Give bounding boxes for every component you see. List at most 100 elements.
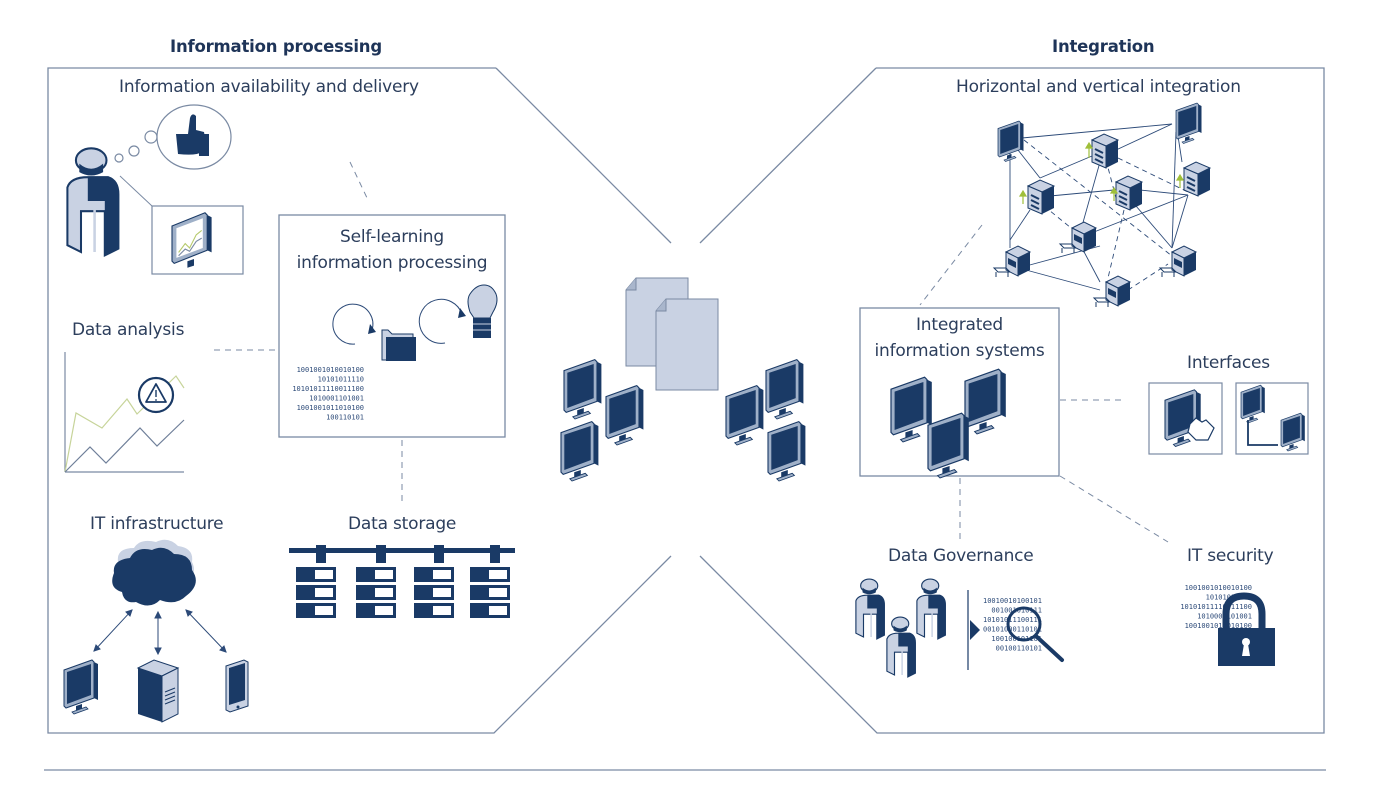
server-icon: [1091, 133, 1119, 169]
it-infrastructure-label: IT infrastructure: [90, 514, 224, 534]
interfaces-label: Interfaces: [1187, 353, 1270, 373]
bidirectional-arrows: [93, 609, 227, 656]
data-analysis-label: Data analysis: [72, 320, 185, 340]
network-links: [1009, 123, 1189, 291]
storage-drive-slot: [433, 588, 451, 597]
binary-line: 10101011110011100: [292, 385, 364, 393]
binary-line: 10010010100101: [983, 597, 1042, 605]
storage-drive-slot: [433, 606, 451, 615]
right-panel-frame: [699, 67, 1325, 734]
storage-drive-slot: [489, 606, 507, 615]
it-security-label: IT security: [1187, 546, 1274, 566]
binary-line: 1001001010010100: [297, 366, 364, 374]
server-icon: [1115, 175, 1143, 211]
storage-drive-slot: [315, 606, 333, 615]
dashboard-box: [151, 205, 244, 275]
binary-line: 00101000110101: [983, 626, 1042, 634]
monitor-icon: [605, 385, 644, 446]
monitor-icon: [1280, 412, 1306, 452]
availability-label: Information availability and delivery: [119, 77, 419, 97]
storage-connector: [316, 545, 326, 563]
monitor-icon: [63, 659, 99, 715]
monitor-icon: [725, 385, 764, 446]
folder-icon: [381, 329, 416, 361]
monitor-icon: [767, 421, 806, 482]
server-tower-icon: [136, 659, 180, 723]
binary-code-block: 1001001010010100 101010111101010101111001…: [292, 366, 364, 422]
storage-bus: [289, 548, 515, 553]
monitor-icon: [1240, 384, 1266, 424]
storage-drive-slot: [375, 606, 393, 615]
upload-arrow-icons: [1018, 141, 1185, 204]
touch-interface-box: [1148, 382, 1223, 455]
binary-line: 10101011110011100: [1180, 603, 1252, 611]
play-arrow-icon: [970, 620, 980, 640]
machine-icon: [993, 245, 1031, 278]
right-panel-title: Integration: [1052, 37, 1155, 56]
interface-link: [1247, 420, 1278, 446]
monitor-icon: [1175, 102, 1202, 144]
dashed-connector: [349, 161, 369, 201]
integrated-label-1: Integrated: [915, 315, 1004, 335]
binary-line: 100110101: [326, 414, 364, 422]
monitor-icon: [560, 421, 599, 482]
storage-connector: [490, 545, 500, 563]
binary-line: 1001001010010100: [1185, 584, 1252, 592]
cloud-icon: [112, 539, 196, 606]
magnifier-icon: [1006, 606, 1064, 662]
left-panel-diagonal-top: [495, 67, 672, 244]
storage-drive-slot: [433, 570, 451, 579]
right-panel-diagonal-top: [699, 67, 877, 244]
governance-binary: 1001001010010100100101011110101011100111…: [983, 597, 1042, 653]
person-icon: [855, 578, 886, 640]
integrated-label-2: information systems: [874, 341, 1045, 361]
dashed-connector: [919, 224, 983, 306]
person-icon: [886, 616, 917, 678]
storage-drive-slot: [375, 570, 393, 579]
binary-line: 10101011100111: [983, 616, 1042, 624]
person-icon: [916, 578, 947, 640]
binary-line: 1001001011010100: [1185, 622, 1252, 630]
connector-line: [119, 175, 153, 207]
storage-connector: [434, 545, 444, 563]
padlock-icon: [1218, 592, 1275, 666]
left-panel-frame: [47, 67, 672, 734]
data-storage-icon: [289, 545, 515, 618]
binary-line: 1010001101001: [309, 395, 364, 403]
monitor-icon: [563, 359, 602, 420]
storage-drive-slot: [315, 588, 333, 597]
storage-drive-slot: [489, 570, 507, 579]
person-icon: [66, 147, 120, 257]
warning-icon: [137, 376, 175, 414]
machine-icon: [1159, 245, 1197, 278]
lightbulb-icon: [467, 284, 498, 338]
binary-line: 00100110101: [996, 645, 1042, 653]
self-learning-box: [278, 214, 506, 438]
storage-drive-slot: [489, 588, 507, 597]
machine-icon: [1059, 221, 1097, 254]
connected-interface-box: [1235, 382, 1309, 455]
monitor-icon: [765, 359, 804, 420]
data-governance-label: Data Governance: [888, 546, 1034, 566]
horizontal-vertical-label: Horizontal and vertical integration: [956, 77, 1241, 97]
dashed-connector: [1059, 475, 1169, 543]
left-panel-title: Information processing: [170, 37, 382, 56]
tablet-icon: [225, 659, 249, 713]
self-learning-label-2: information processing: [296, 253, 488, 273]
chart-monitor-icon: [171, 212, 212, 268]
data-storage-label: Data storage: [348, 514, 457, 534]
rotation-arrow-icon: [332, 298, 466, 345]
binary-line: 1001001011010100: [297, 404, 364, 412]
data-analysis-chart: [64, 352, 185, 473]
thought-bubble-icon: [114, 104, 232, 170]
hand-pointer-icon: [1187, 417, 1215, 441]
storage-drive-slot: [375, 588, 393, 597]
binary-line: 10101011110: [318, 376, 364, 384]
thumbs-up-icon: [176, 114, 209, 156]
storage-drive-slot: [315, 570, 333, 579]
monitor-icon: [997, 120, 1024, 162]
storage-connector: [376, 545, 386, 563]
server-icon: [1183, 161, 1211, 197]
self-learning-label-1: Self-learning: [340, 227, 444, 247]
